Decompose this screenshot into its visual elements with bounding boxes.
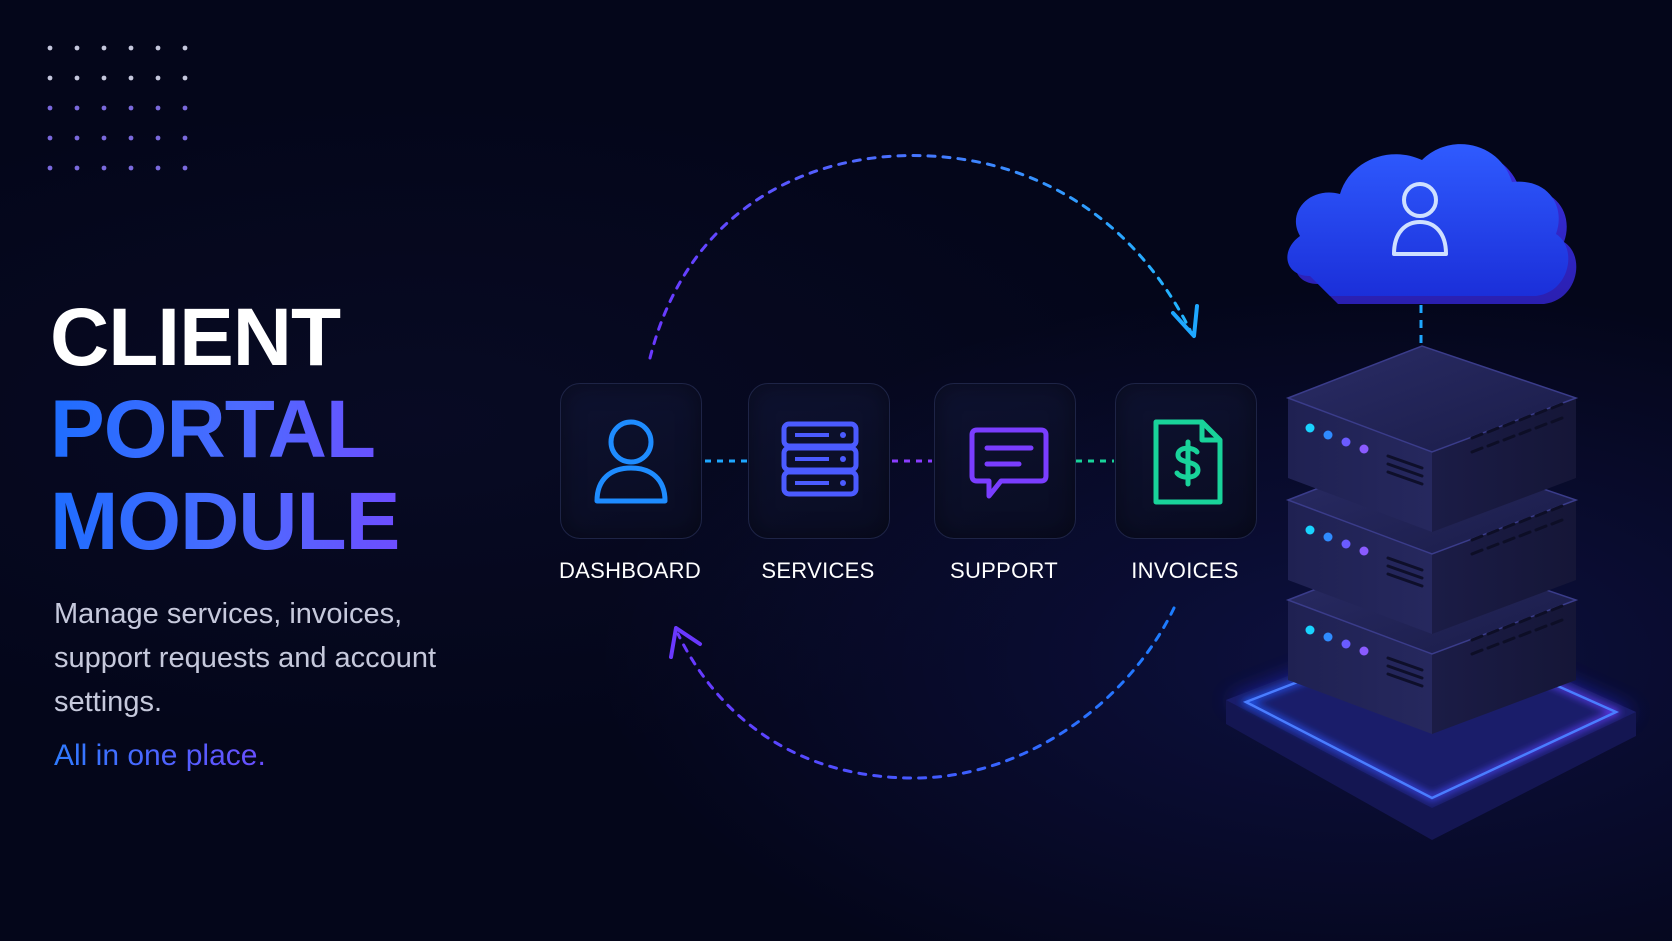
title-line-module: MODULE [50,476,400,567]
grid-dot [155,75,161,81]
server-stack-icon [781,421,859,497]
grid-dot [101,75,107,81]
grid-dot [74,75,80,81]
server-led [1359,646,1369,656]
title-block: CLIENT PORTAL MODULE [50,292,400,568]
grid-dot [74,165,80,171]
grid-dot [182,45,188,51]
grid-dot [182,105,188,111]
grid-dot [47,135,53,141]
grid-dot [182,75,188,81]
server-led [1341,437,1351,447]
module-label-invoices: INVOICES [1131,558,1239,583]
module-label-support: SUPPORT [949,558,1059,583]
module-card-support[interactable] [934,383,1076,539]
cycle-arrow-top [648,154,1192,360]
cloud-user-icon [1287,144,1577,304]
server-led [1305,625,1315,635]
grid-dot [47,105,53,111]
title-line-portal: PORTAL [50,384,399,476]
server-led [1305,423,1315,433]
module-card-dashboard[interactable] [560,383,702,539]
server-led [1341,639,1351,649]
tagline-text: All in one place. [54,736,266,776]
description-text: Manage services, invoices, support reque… [54,598,437,718]
user-icon [594,419,668,504]
grid-dot [128,165,134,171]
grid-dot [101,45,107,51]
grid-dot [128,135,134,141]
server-led [1341,539,1351,549]
grid-dot [74,45,80,51]
grid-dot [128,75,134,81]
grid-dot [155,135,161,141]
grid-dot [128,45,134,51]
server-led [1359,444,1369,454]
server-rack-icon [1285,345,1579,734]
module-card-invoices[interactable] [1115,383,1257,539]
module-label-services: SERVICES [761,558,875,583]
title-line-client: CLIENT [50,292,341,383]
server-led [1323,430,1333,440]
grid-dot [128,105,134,111]
server-led [1305,525,1315,535]
server-unit [1285,345,1579,532]
invoice-dollar-icon [1153,419,1223,505]
module-label-dashboard: DASHBOARD [558,558,702,583]
dot-grid-decoration [47,45,188,171]
grid-dot [155,105,161,111]
grid-dot [182,165,188,171]
grid-dot [101,135,107,141]
cycle-arrow-bottom [676,606,1176,780]
server-led [1323,532,1333,542]
grid-dot [47,45,53,51]
cycle-arrowhead-top [1171,304,1199,338]
grid-dot [74,105,80,111]
module-card-services[interactable] [748,383,890,539]
chat-bubble-icon [969,427,1049,499]
grid-dot [47,75,53,81]
server-led [1359,546,1369,556]
grid-dot [74,135,80,141]
grid-dot [182,135,188,141]
cycle-arrowhead-bottom [669,626,702,659]
grid-dot [155,165,161,171]
server-led [1323,632,1333,642]
grid-dot [101,105,107,111]
grid-dot [47,165,53,171]
grid-dot [101,165,107,171]
grid-dot [155,45,161,51]
